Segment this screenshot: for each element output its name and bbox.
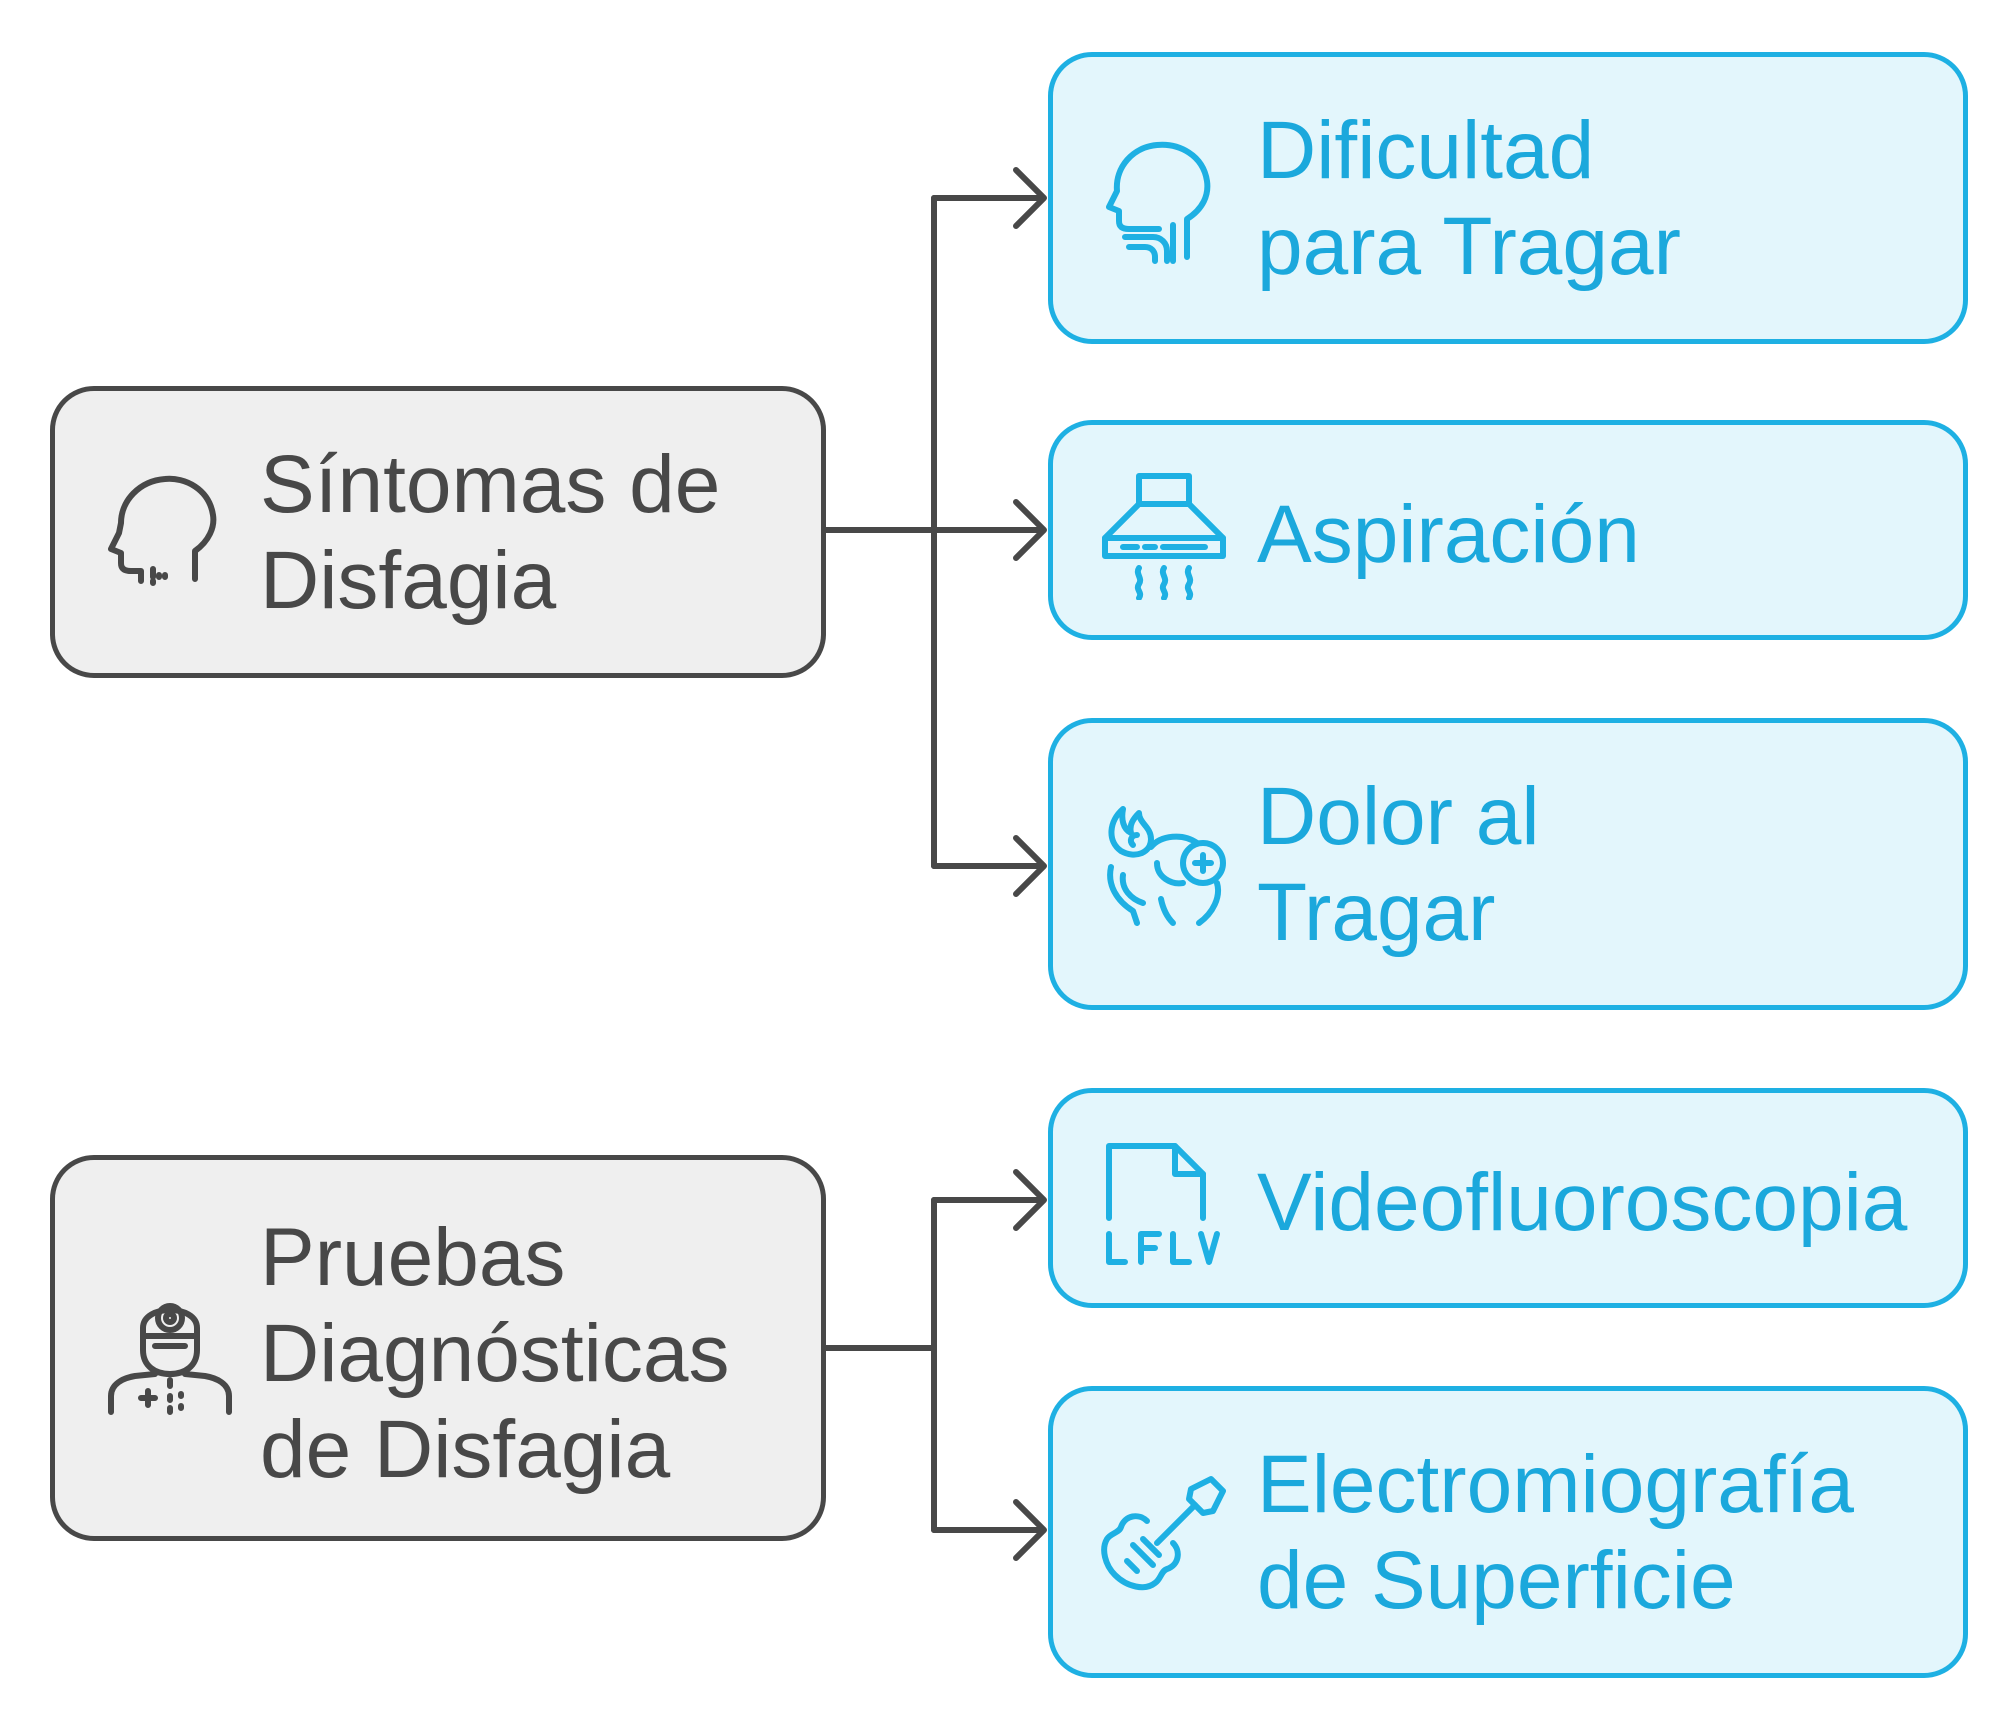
- throat-icon: [1106, 141, 1211, 264]
- doctor-icon: [108, 1303, 232, 1415]
- dificultad-box: Dificultad para Tragar: [1048, 52, 1968, 344]
- range-hood-icon: [1102, 473, 1226, 600]
- videofluoroscopia-box: Videofluoroscopia: [1048, 1088, 1968, 1308]
- symptoms-box: Síntomas de Disfagia: [50, 386, 826, 678]
- dolor-box: Dolor al Tragar: [1048, 718, 1968, 1010]
- electromiografia-label: Electromiografía de Superficie: [1257, 1439, 1855, 1626]
- aspiracion-label: Aspiración: [1257, 489, 1640, 580]
- aspiracion-box: Aspiración: [1048, 420, 1968, 640]
- connector-to-video: [931, 1169, 1047, 1231]
- guitar-icon: [1101, 1476, 1226, 1591]
- connector-to-aspiracion: [931, 499, 1047, 561]
- tests-box: Pruebas Diagnósticas de Disfagia: [50, 1155, 826, 1541]
- electromiografia-box: Electromiografía de Superficie: [1048, 1386, 1968, 1678]
- dolor-label: Dolor al Tragar: [1257, 771, 1540, 958]
- flv-file-icon: [1106, 1143, 1220, 1265]
- head-icon: [108, 475, 217, 586]
- sore-throat-icon: [1107, 806, 1226, 926]
- connector-to-dolor: [931, 835, 1047, 897]
- connector-tests-trunk: [823, 1197, 937, 1533]
- videofluoroscopia-label: Videofluoroscopia: [1257, 1157, 1908, 1248]
- connector-to-emg: [931, 1499, 1047, 1561]
- tests-label: Pruebas Diagnósticas de Disfagia: [260, 1212, 730, 1495]
- symptoms-label: Síntomas de Disfagia: [260, 439, 721, 626]
- connector-to-dificultad: [931, 167, 1047, 229]
- dificultad-label: Dificultad para Tragar: [1257, 105, 1681, 292]
- connector-symptoms-trunk: [823, 195, 937, 869]
